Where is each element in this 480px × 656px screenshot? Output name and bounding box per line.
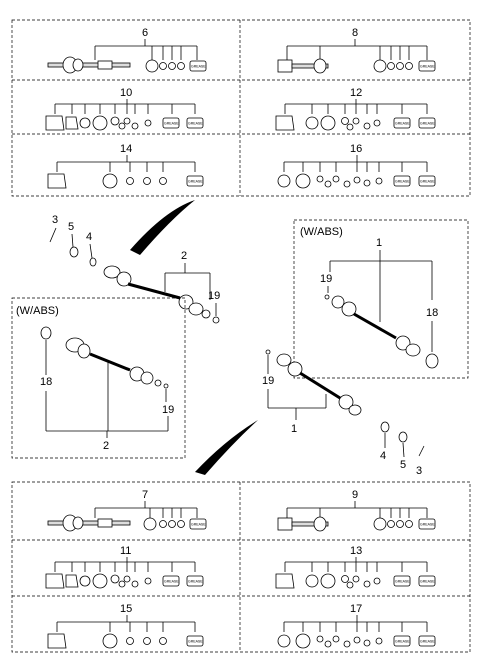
kit-number-17: 17 <box>350 603 362 615</box>
abs-box-title: (W/ABS) <box>300 226 343 238</box>
kit-16: 16 GREASE GREASE <box>277 143 436 189</box>
bottom-kit-grid <box>11 481 471 653</box>
kit-number-16: 16 <box>350 143 362 155</box>
callout-1: 1 <box>291 423 297 435</box>
kit-number-11: 11 <box>120 545 131 557</box>
callout-4: 4 <box>380 450 386 462</box>
callout-3: 3 <box>52 214 58 226</box>
grease-label: GREASE <box>420 523 435 527</box>
grease-label: GREASE <box>164 122 179 126</box>
kit-9: 9 GREASE <box>277 489 436 532</box>
kit-12: 12 GREASE GREASE <box>275 87 436 131</box>
callout-3: 3 <box>416 465 422 477</box>
callout-5: 5 <box>68 221 74 233</box>
callout-18: 18 <box>426 307 438 319</box>
abs-box-right: (W/ABS) 1 19 18 <box>293 219 469 379</box>
grease-label: GREASE <box>395 180 410 184</box>
callout-1: 1 <box>376 237 382 249</box>
grease-label: GREASE <box>395 580 410 584</box>
callout-4: 4 <box>86 231 92 243</box>
grease-label: GREASE <box>420 180 435 184</box>
kit-number-9: 9 <box>352 489 358 501</box>
callout-19: 19 <box>162 404 174 416</box>
callout-2: 2 <box>181 250 187 262</box>
kit-8: 8 GREASE <box>277 27 436 74</box>
grease-label: GREASE <box>395 122 410 126</box>
abs-box-title: (W/ABS) <box>16 305 59 317</box>
kit-11: 11 GREASE GREASE <box>45 545 204 589</box>
grease-label: GREASE <box>191 523 206 527</box>
kit-10: 10 GREASE GREASE <box>45 87 204 131</box>
kit-number-15: 15 <box>120 603 132 615</box>
grease-label: GREASE <box>188 180 203 184</box>
kit-15: 15 GREASE <box>47 603 204 649</box>
kit-number-14: 14 <box>120 143 132 155</box>
callout-19: 19 <box>262 375 274 387</box>
kit-number-6: 6 <box>142 27 148 39</box>
grease-label: GREASE <box>420 640 435 644</box>
grease-label: GREASE <box>420 580 435 584</box>
callout-19: 19 <box>208 290 220 302</box>
arrow-swoosh-right <box>195 420 258 475</box>
left-axle-assembly: 3 5 4 2 19 <box>49 200 220 324</box>
abs-box-left: (W/ABS) 18 19 2 <box>11 297 186 459</box>
arrow-swoosh-left <box>130 200 195 255</box>
kit-number-13: 13 <box>350 545 362 557</box>
kit-number-8: 8 <box>352 27 358 39</box>
callout-2: 2 <box>103 440 109 452</box>
grease-label: GREASE <box>191 65 206 69</box>
grease-label: GREASE <box>420 122 435 126</box>
callout-19: 19 <box>320 273 332 285</box>
grease-label: GREASE <box>188 580 203 584</box>
kit-number-10: 10 <box>120 87 132 99</box>
right-axle-assembly: 19 1 4 5 3 <box>195 349 425 477</box>
kit-6: 6 GREASE <box>47 27 207 74</box>
kit-13: 13 GREASE GREASE <box>275 545 436 589</box>
grease-label: GREASE <box>420 65 435 69</box>
top-kit-grid <box>11 19 471 197</box>
kit-number-12: 12 <box>350 87 362 99</box>
grease-label: GREASE <box>188 122 203 126</box>
callout-5: 5 <box>400 459 406 471</box>
kit-17: 17 GREASE GREASE <box>277 603 436 649</box>
grease-label: GREASE <box>188 640 203 644</box>
kit-number-7: 7 <box>142 489 148 501</box>
kit-7: 7 GREASE <box>47 489 207 532</box>
grease-label: GREASE <box>164 580 179 584</box>
callout-18: 18 <box>40 376 52 388</box>
grease-label: GREASE <box>395 640 410 644</box>
kit-14: 14 GREASE <box>47 143 204 189</box>
